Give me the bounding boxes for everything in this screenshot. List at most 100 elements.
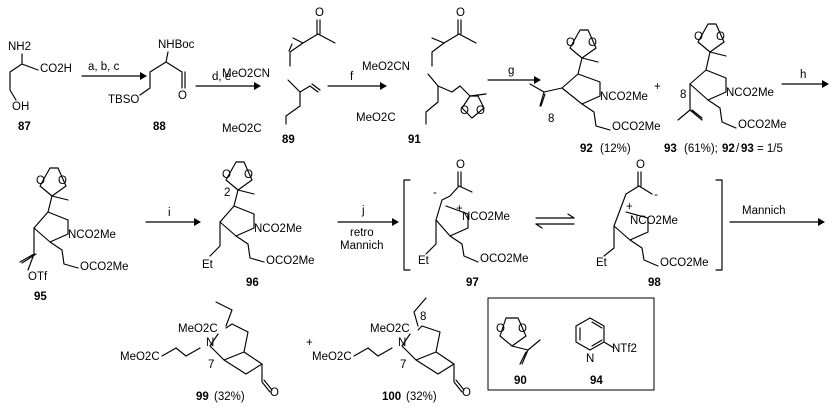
meo2cn-label-89: MeO2CN: [222, 68, 270, 80]
compound-number-95: 95: [34, 291, 47, 303]
n-label-94: N: [586, 353, 594, 365]
o-label-88: O: [178, 90, 187, 102]
bracket-left: [403, 179, 411, 271]
compound-yield-92: (12%): [600, 143, 631, 155]
pos7-label-100: 7: [400, 359, 406, 371]
reagent-step-1: a, b, c: [88, 61, 120, 73]
pos7-label-99: 7: [208, 359, 214, 371]
compound-88: NHBoc O TBSO 88: [108, 39, 195, 133]
compound-yield-93: (61%);: [684, 143, 718, 155]
n-label-99: N: [206, 337, 214, 349]
o-label-92-b: O: [588, 37, 597, 49]
compound-number-96: 96: [246, 277, 259, 289]
compound-93: O O 8 NCO2Me OCO2Me 93 (61%); 92 / 93 = …: [664, 23, 787, 155]
nh2-label: NH2: [8, 41, 31, 53]
compound-number-87: 87: [18, 121, 31, 133]
pos8-label-93: 8: [680, 89, 686, 101]
compound-97: O - + NCO2Me OCO2Me Et 97: [418, 159, 529, 289]
oco2me-label-95: OCO2Me: [80, 261, 129, 273]
meo2c-label-100: MeO2C: [312, 351, 352, 363]
bracket-right: [715, 179, 723, 271]
plus-sign-1: +: [654, 81, 661, 93]
n-label-100: N: [398, 337, 406, 349]
plus-label-97: +: [456, 203, 463, 215]
arrow-step-3: f: [327, 71, 387, 90]
reagent-step-6: i: [168, 207, 171, 219]
ratio-compound-b: 93: [741, 143, 754, 155]
arrow-step-5: h: [781, 69, 829, 88]
et-label-96: Et: [202, 259, 214, 271]
tbso-label: TBSO: [108, 94, 139, 106]
et-label-97: Et: [418, 255, 430, 267]
meo2c-top-label-100: MeO2C: [370, 323, 410, 335]
o-label-90-a: O: [496, 323, 505, 335]
compound-number-93: 93: [664, 143, 677, 155]
compound-number-92: 92: [580, 143, 593, 155]
compound-91: O MeO2CN O O MeO2C 91: [356, 7, 487, 146]
o-label-91-a: O: [460, 105, 469, 117]
compound-yield-100: (32%): [406, 391, 437, 403]
compound-99: MeO2C N 7 O MeO2C 99 (32%): [120, 301, 279, 403]
compound-89: O MeO2CN MeO2C 89: [222, 7, 336, 146]
compound-95: O O NCO2Me OCO2Me OTf 95: [19, 167, 129, 303]
arrow-step-8: Mannich: [729, 205, 825, 226]
arrow-step-7: j retro Mannich: [337, 205, 399, 252]
nco2me-label-96: NCO2Me: [254, 223, 302, 235]
o-label-91: O: [456, 7, 465, 19]
compound-number-90: 90: [514, 375, 527, 387]
meo2c-label-89: MeO2C: [222, 123, 262, 135]
o-label-95-b: O: [58, 175, 67, 187]
minus-label-98: -: [654, 189, 658, 201]
otf-label-95: OTf: [28, 271, 48, 283]
minus-label-97: -: [433, 187, 437, 199]
oco2me-label-96: OCO2Me: [266, 255, 315, 267]
meo2c-label-91: MeO2C: [356, 112, 396, 124]
nhboc-label: NHBoc: [158, 39, 195, 51]
oco2me-label-92: OCO2Me: [612, 121, 661, 133]
compound-yield-99: (32%): [214, 391, 245, 403]
o-label-96-a: O: [222, 169, 231, 181]
o-label-95-a: O: [36, 175, 45, 187]
reagent-step-5: h: [800, 69, 806, 81]
o-label-97: O: [456, 159, 465, 171]
reagent-step-7-line2: Mannich: [340, 240, 383, 252]
compound-number-91: 91: [408, 134, 421, 146]
o-label-89: O: [315, 7, 324, 19]
nco2me-label-92: NCO2Me: [600, 91, 648, 103]
reagent-step-7-line1: retro: [350, 227, 374, 239]
compound-87: NH2 CO2H OH 87: [8, 41, 72, 133]
et-label-98: Et: [596, 257, 608, 269]
compound-number-98: 98: [648, 277, 661, 289]
reagent-step-4: g: [508, 65, 514, 77]
reagent-step-7: j: [361, 205, 365, 217]
nco2me-label-98: NCO2Me: [630, 215, 678, 227]
o-label-92-a: O: [566, 37, 575, 49]
compound-number-100: 100: [382, 391, 401, 403]
nco2me-label-95: NCO2Me: [68, 229, 116, 241]
meo2c-label-99: MeO2C: [120, 351, 160, 363]
nco2me-label-93: NCO2Me: [726, 87, 774, 99]
o-label-91-b: O: [476, 105, 485, 117]
o-label-93-b: O: [716, 31, 725, 43]
o-label-99: O: [270, 387, 279, 399]
co2h-label: CO2H: [40, 63, 72, 75]
ratio-value: = 1/5: [757, 143, 783, 155]
pos8-label-100: 8: [420, 311, 426, 323]
oco2me-label-93: OCO2Me: [738, 119, 787, 131]
plus-sign-2: +: [306, 337, 313, 349]
reagent-step-3: f: [350, 71, 354, 83]
compound-92: O O 8 NCO2Me OCO2Me 92 (12%): [529, 29, 661, 155]
compound-number-99: 99: [196, 391, 209, 403]
svg-text:/: /: [736, 143, 740, 155]
oco2me-label-97: OCO2Me: [480, 253, 529, 265]
meo2c-top-label-99: MeO2C: [178, 323, 218, 335]
o-label-90-b: O: [518, 323, 527, 335]
o-label-96-b: O: [244, 169, 253, 181]
pos2-label-96: 2: [224, 187, 230, 199]
compound-98: O - + NCO2Me OCO2Me Et 98: [596, 159, 709, 289]
equilibrium-arrow: [535, 213, 575, 229]
meo2cn-label-91: MeO2CN: [362, 61, 410, 73]
oh-label: OH: [12, 101, 29, 113]
o-label-100: O: [462, 387, 471, 399]
